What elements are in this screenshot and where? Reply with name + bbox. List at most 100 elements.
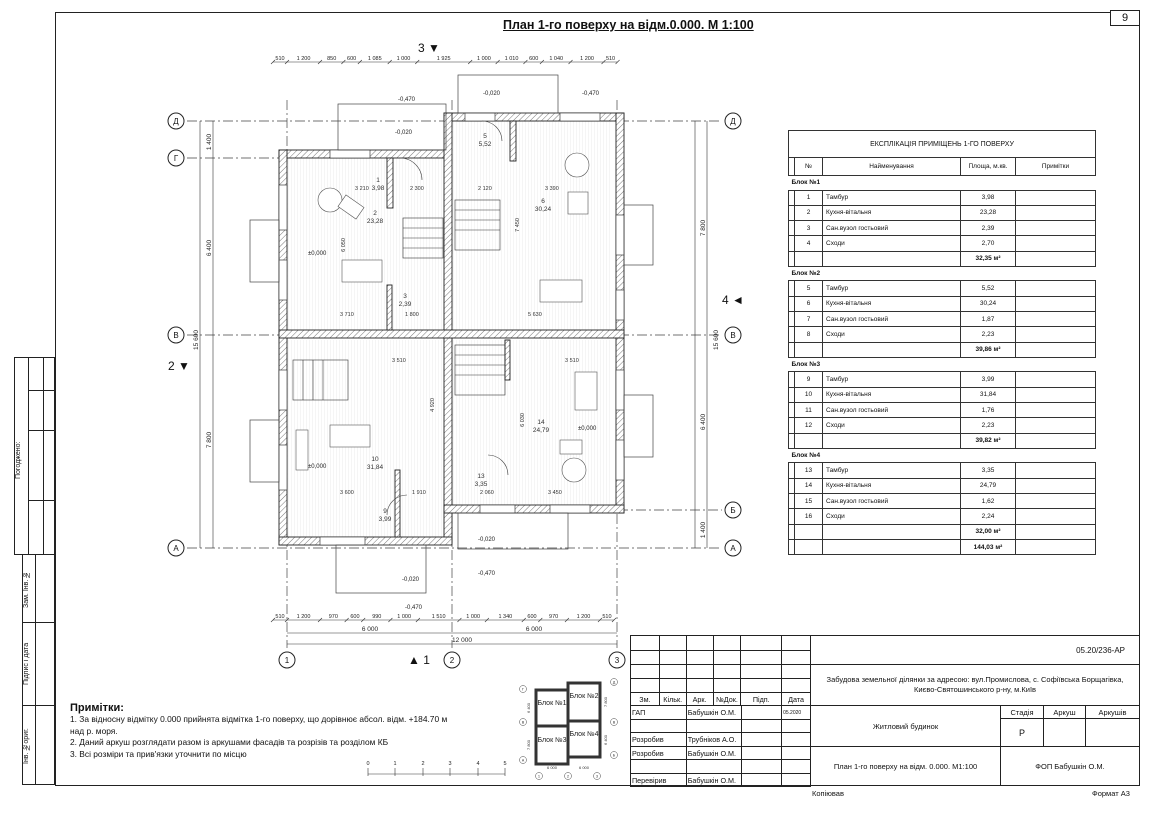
dimension-tick — [539, 59, 545, 65]
revisions-table: Зм.Кільк. Арк.№Док. Підп.Дата — [630, 635, 811, 706]
sheet-frame — [55, 12, 1140, 786]
table-cell: Сходи — [822, 326, 961, 343]
svg-text:24,79: 24,79 — [533, 427, 550, 434]
table-cell — [1015, 432, 1096, 449]
dim-label: 510 — [602, 614, 611, 620]
svg-text:10: 10 — [371, 456, 379, 463]
table-row: 32,35 м² — [788, 250, 1096, 267]
svg-text:0: 0 — [366, 761, 369, 767]
block-heading: Блок №2 — [788, 266, 1096, 282]
table-cell: 30,24 — [960, 295, 1016, 313]
dimension-tick — [601, 59, 606, 65]
table-cell: 23,28 — [960, 204, 1016, 222]
table-cell — [1015, 250, 1096, 267]
dimension-tick — [270, 59, 276, 65]
dimension-tick — [284, 59, 290, 65]
elevation-tag: -0,020 — [402, 577, 420, 583]
dimension-tick — [611, 617, 617, 623]
dimension-tick — [495, 59, 500, 65]
doors — [386, 120, 509, 516]
table-cell — [1015, 371, 1096, 388]
axis-label: Г — [174, 154, 179, 163]
table-cell: 11 — [794, 402, 823, 419]
table-cell — [1015, 235, 1096, 252]
sheet-value — [1043, 718, 1086, 747]
axis-label: Д — [730, 117, 736, 126]
inner-dims: 3 210 2 300 2 120 3 390 3 710 1 800 5 63… — [340, 186, 579, 496]
svg-text:1: 1 — [538, 775, 540, 779]
table-cell: 1,87 — [960, 311, 1016, 328]
dim-label: 3 710 — [340, 312, 354, 318]
table-cell: Сходи — [822, 508, 961, 525]
dimension-tick — [357, 59, 363, 65]
dim-label: 2 300 — [410, 186, 424, 192]
dim-label: 970 — [549, 614, 558, 620]
sheet-number: 9 — [1110, 10, 1140, 26]
dim-label: 1 000 — [466, 614, 480, 620]
table-cell: 6 — [794, 295, 823, 313]
dim-label: 1 925 — [437, 56, 451, 62]
dim-label: 1 000 — [477, 56, 491, 62]
table-cell — [1015, 220, 1096, 237]
elevation-tag: -0,020 — [478, 537, 496, 543]
elevation-tag: ±0,000 — [308, 464, 327, 470]
table-cell: 2 — [794, 204, 823, 222]
table-cell: Кухня-вітальня — [822, 204, 961, 222]
building-name: Житловий будинок — [810, 705, 1001, 747]
svg-text:2: 2 — [567, 775, 569, 779]
block-total: 39,86 м² — [960, 341, 1016, 358]
dim-label: 510 — [275, 614, 284, 620]
section-mark-2: 2 ▼ — [168, 359, 190, 373]
section-mark-1: ▲ 1 — [408, 653, 430, 667]
stage-value: Р — [1000, 718, 1044, 747]
dimension-tick — [568, 59, 573, 65]
axis-bubble-d — [167, 112, 742, 130]
svg-text:2,39: 2,39 — [399, 301, 412, 308]
dimension-tick — [317, 59, 323, 65]
table-row: 32,00 м² — [788, 523, 1096, 540]
table-cell — [1015, 295, 1096, 313]
svg-text:3,99: 3,99 — [379, 516, 392, 523]
col-header-number: № — [794, 157, 823, 176]
table-cell: 5 — [794, 280, 823, 297]
table-row: 39,82 м² — [788, 432, 1096, 449]
axis-label: Д — [173, 117, 179, 126]
table-cell: 2,24 — [960, 508, 1016, 525]
svg-text:6 000: 6 000 — [547, 765, 558, 770]
dim-label: 7 450 — [515, 218, 521, 232]
axis-label: В — [730, 331, 735, 340]
block-total: 39,82 м² — [960, 432, 1016, 449]
block-total: 32,00 м² — [960, 523, 1016, 540]
table-cell — [1015, 417, 1096, 434]
table-cell: Тамбур — [822, 371, 961, 388]
table-cell — [1015, 311, 1096, 328]
porches — [249, 74, 654, 594]
sheet-title: План 1-го поверху на відм. 0.000. М1:100 — [810, 746, 1001, 786]
axis-label: 2 — [450, 656, 455, 665]
side-dims: 1 400 6 400 7 800 15 600 7 800 6 400 1 4… — [193, 121, 720, 548]
table-cell: 8 — [794, 326, 823, 343]
windows — [278, 112, 625, 546]
table-cell: 14 — [794, 477, 823, 495]
elevation-tag: ±0,000 — [308, 251, 327, 257]
axis-label: 3 — [615, 656, 620, 665]
axis-bubble-g — [167, 149, 185, 167]
svg-text:3,35: 3,35 — [475, 481, 488, 488]
table-cell: 5,52 — [960, 280, 1016, 297]
dim-label: 1 340 — [498, 614, 512, 620]
dim-label: 3 450 — [548, 490, 562, 496]
dimension-tick — [388, 617, 393, 623]
key-block-4: Блок №4 — [570, 731, 599, 738]
